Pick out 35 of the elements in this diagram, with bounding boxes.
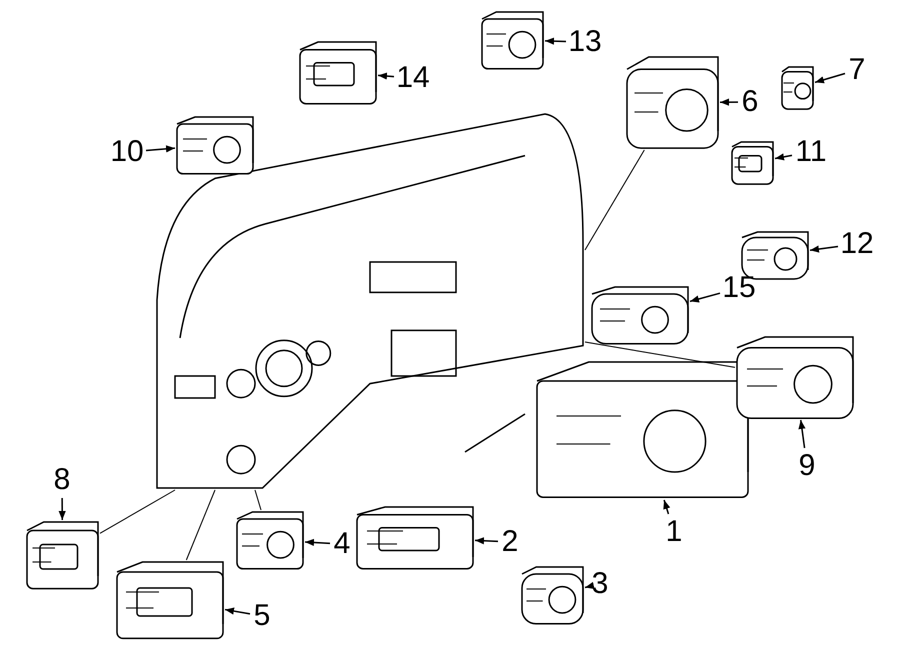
arrow <box>663 500 670 514</box>
callout-number: 10 <box>110 137 144 167</box>
callout-number: 1 <box>666 517 682 547</box>
arrow <box>814 72 846 84</box>
leader-line <box>100 490 176 534</box>
leader-line <box>254 490 262 510</box>
callout-number: 2 <box>502 527 518 557</box>
callout-number: 3 <box>592 569 608 599</box>
callout-number: 4 <box>334 529 350 559</box>
arrow <box>474 537 498 544</box>
callout-number: 13 <box>568 27 602 57</box>
arrow <box>774 153 792 160</box>
leader-line <box>186 490 216 560</box>
arrow <box>304 538 330 546</box>
arrow <box>798 420 806 448</box>
arrow <box>58 498 66 520</box>
leader-line <box>584 150 645 250</box>
arrow <box>584 582 595 589</box>
callout-number: 8 <box>54 465 70 495</box>
arrow <box>224 608 250 615</box>
callout-number: 5 <box>254 601 270 631</box>
arrow <box>720 98 738 106</box>
arrow <box>690 292 720 302</box>
arrow <box>378 72 394 80</box>
callout-number: 7 <box>848 55 866 85</box>
callout-number: 9 <box>798 451 816 481</box>
callout-number: 12 <box>840 229 874 259</box>
callout-number: 14 <box>396 63 430 93</box>
arrow <box>146 145 176 152</box>
callout-number: 15 <box>722 273 756 303</box>
arrow <box>544 38 566 45</box>
callout-number: 11 <box>795 137 827 167</box>
arrow <box>810 246 838 253</box>
callout-number: 6 <box>742 87 758 117</box>
leader-line <box>584 342 736 368</box>
